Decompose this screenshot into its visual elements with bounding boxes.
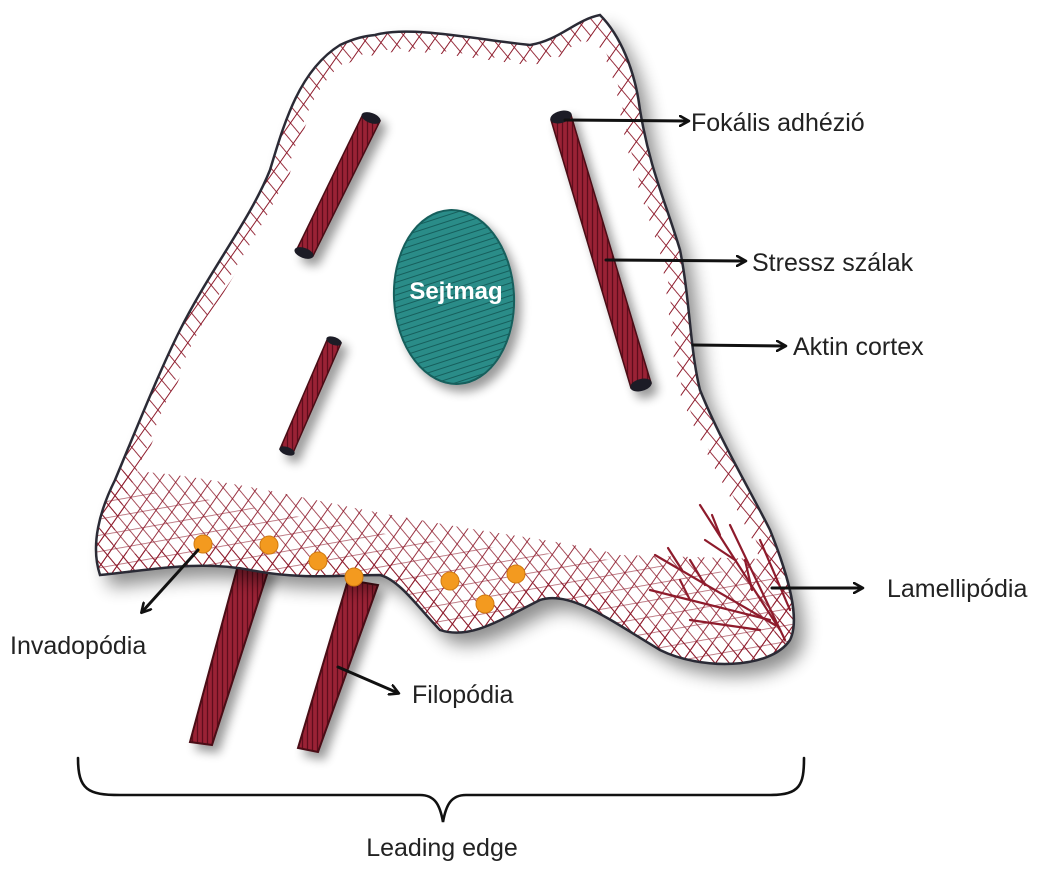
- label-actin-cortex: Aktin cortex: [793, 333, 924, 361]
- leading-edge-brace: [78, 758, 804, 822]
- arrow-focal-adhesion: [565, 120, 688, 121]
- invadopodium-dot: [441, 572, 459, 590]
- label-filopodia: Filopódia: [412, 681, 514, 709]
- label-focal-adhesion: Fokális adhézió: [691, 109, 865, 137]
- invadopodium-dot: [476, 595, 494, 613]
- nucleus-label: Sejtmag: [409, 278, 502, 305]
- arrow-filopodia: [338, 667, 398, 693]
- filopodium-left: [190, 565, 270, 745]
- filopodia-protrusions: [190, 565, 378, 752]
- invadopodium-dot: [260, 536, 278, 554]
- label-lamellipodia: Lamellipódia: [887, 575, 1027, 603]
- invadopodium-dot: [345, 568, 363, 586]
- invadopodium-dot: [309, 552, 327, 570]
- label-leading-edge: Leading edge: [366, 834, 518, 862]
- arrow-stress-fibers: [606, 260, 745, 261]
- arrow-actin-cortex: [693, 345, 785, 346]
- label-invadopodia: Invadopódia: [10, 632, 146, 660]
- label-stress-fibers: Stressz szálak: [752, 249, 914, 277]
- invadopodium-dot: [507, 565, 525, 583]
